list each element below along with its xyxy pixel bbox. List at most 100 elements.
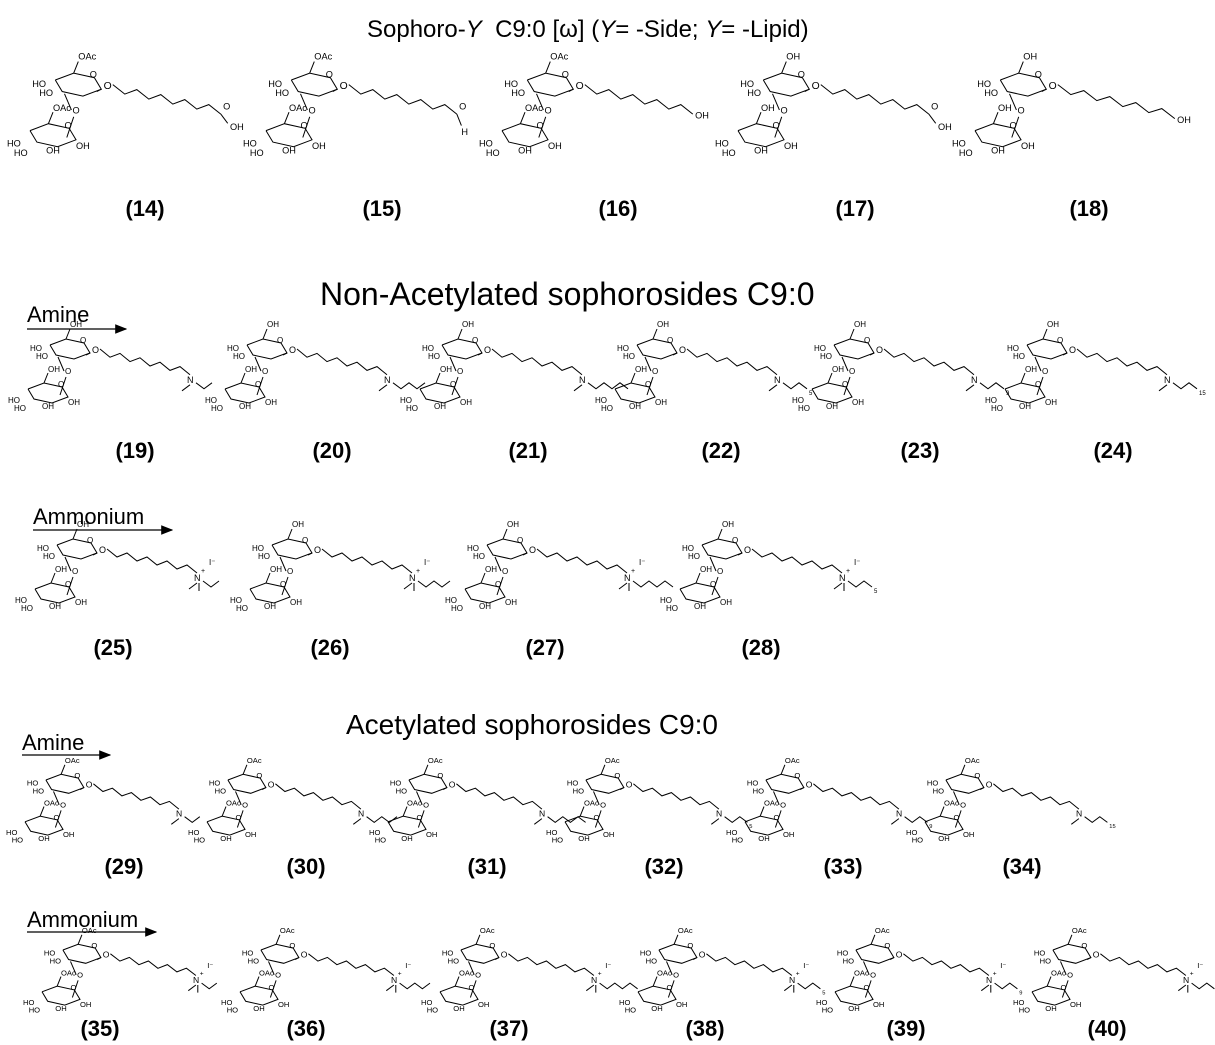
bond xyxy=(256,376,264,396)
bond xyxy=(847,580,873,588)
compound-label-26: (26) xyxy=(310,635,350,660)
compound-label-34: (34) xyxy=(1002,854,1042,879)
atom-label: O xyxy=(806,780,813,790)
atom-label: HO xyxy=(39,88,53,98)
bond xyxy=(979,382,1005,390)
atom-label: O xyxy=(54,813,60,822)
bond xyxy=(96,88,102,92)
atom-label: + xyxy=(993,971,997,978)
atom-label: O xyxy=(77,971,83,980)
bond xyxy=(254,356,262,372)
atom-label: + xyxy=(201,568,205,575)
compound-label-16: (16) xyxy=(598,196,638,221)
atom-label: OH xyxy=(700,565,712,574)
atom-label: O xyxy=(99,545,106,555)
atom-label: O xyxy=(236,813,242,822)
atom-label: HO xyxy=(843,956,854,965)
atom-label: OH xyxy=(38,834,49,843)
compound-label-38: (38) xyxy=(685,1016,725,1041)
bond xyxy=(522,552,528,556)
atom-label: N xyxy=(716,809,722,819)
atom-label: OH xyxy=(991,146,1005,156)
bond xyxy=(480,572,486,584)
atom-label: HO xyxy=(268,79,282,89)
atom-label: O xyxy=(72,567,78,576)
title-var: Y xyxy=(599,16,616,43)
bond xyxy=(827,372,833,384)
atom-label: HO xyxy=(473,552,485,561)
bond xyxy=(494,556,502,572)
atom-label: O xyxy=(717,567,723,576)
bond xyxy=(254,976,260,987)
atom-label: OAc xyxy=(280,926,295,935)
atom-label: OAc xyxy=(247,756,262,765)
atom-label: HO xyxy=(221,998,232,1007)
atom-label: O xyxy=(1061,983,1067,992)
bond xyxy=(773,791,780,805)
bond xyxy=(841,356,849,372)
bond xyxy=(268,961,275,975)
atom-label: HO xyxy=(15,596,27,605)
atom-label: HO xyxy=(252,544,264,553)
atom-label: HO xyxy=(275,88,289,98)
atom-label: O xyxy=(301,120,308,130)
atom-label: OH xyxy=(848,1004,859,1013)
atom-label: OH xyxy=(75,598,87,607)
atom-label: O xyxy=(545,105,552,115)
compound-label-14: (14) xyxy=(125,196,165,221)
atom-label: O xyxy=(262,367,268,376)
bond xyxy=(864,980,872,998)
atom-label: O xyxy=(87,536,93,545)
atom-label: HO xyxy=(722,148,736,158)
atom-label: HO xyxy=(12,836,23,845)
atom-label: O xyxy=(92,345,99,355)
atom-label: O xyxy=(876,345,883,355)
bond xyxy=(994,982,1018,990)
atom-label: HO xyxy=(688,552,700,561)
section-title-acetylated: Acetylated sophorosides C9:0 xyxy=(346,709,718,740)
atom-label: OH xyxy=(938,122,952,132)
bond xyxy=(300,93,308,111)
compound-label-29: (29) xyxy=(104,854,144,879)
atom-label: N xyxy=(187,375,194,385)
atom-label: O xyxy=(475,971,481,980)
bond xyxy=(813,783,900,810)
bond xyxy=(110,953,197,976)
atom-label: HO xyxy=(209,779,220,788)
atom-label: HO xyxy=(660,596,672,605)
bond xyxy=(240,372,246,384)
atom-label: OH xyxy=(239,402,251,411)
bond xyxy=(599,982,638,990)
atom-label: + xyxy=(631,568,635,575)
atom-label: HO xyxy=(837,949,848,958)
bond xyxy=(399,982,431,990)
atom-label: O xyxy=(537,120,544,130)
atom-label: O xyxy=(864,336,870,345)
bond xyxy=(287,528,293,540)
bond xyxy=(1158,384,1168,392)
compound-label-31: (31) xyxy=(467,854,507,879)
atom-label: O xyxy=(1035,70,1042,80)
atom-label: O xyxy=(314,545,321,555)
bond xyxy=(279,556,287,572)
atom-label: + xyxy=(598,971,602,978)
bond xyxy=(1191,982,1215,990)
atom-label: O xyxy=(459,102,466,112)
atom-label: HO xyxy=(984,88,998,98)
bond xyxy=(181,384,191,392)
bond xyxy=(220,113,229,124)
bond xyxy=(686,348,778,376)
arrow-label-amine: Amine xyxy=(22,730,85,755)
bond xyxy=(235,791,242,805)
atom-label: OH xyxy=(651,1004,662,1013)
bond xyxy=(1034,356,1042,372)
bond xyxy=(402,806,408,817)
bond xyxy=(1060,961,1067,975)
atom-label: O xyxy=(960,801,966,810)
bond xyxy=(477,352,483,356)
atom-label: OH xyxy=(49,602,61,611)
bond xyxy=(72,528,78,540)
atom-label: N xyxy=(391,975,397,985)
bond xyxy=(188,984,197,992)
atom-label: OH xyxy=(270,565,282,574)
